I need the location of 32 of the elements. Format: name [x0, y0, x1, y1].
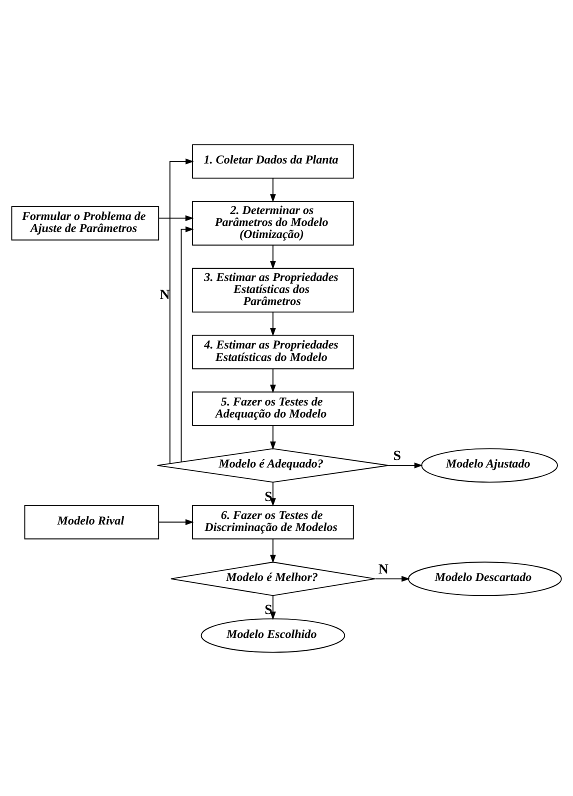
node-box: 1. Coletar Dados da Planta [192, 144, 354, 178]
node-box: 6. Fazer os Testes de Discriminação de Modelos [192, 504, 354, 539]
node-diamond: Modelo é Melhor? [170, 561, 376, 596]
arrow [270, 538, 276, 563]
node-box: 3. Estimar as Propriedades Estatísticas dos Parâmetros [192, 267, 354, 312]
edge-label: S [264, 602, 272, 618]
arrow [270, 311, 276, 336]
arrow [270, 244, 276, 269]
node-box: Modelo Rival [24, 504, 160, 539]
edge-label: N [160, 287, 170, 302]
arrow [374, 575, 410, 582]
arrow [180, 226, 194, 462]
node-box: Formular o Problema de Ajuste de Parâmetros [11, 206, 160, 240]
arrow [169, 158, 194, 464]
arrow [270, 424, 276, 450]
arrow [158, 214, 194, 221]
arrow [158, 518, 194, 525]
node-ellipse: Modelo Escolhido [200, 618, 346, 652]
arrow [270, 368, 276, 393]
node-box: 4. Estimar as Propriedades Estatísticas do Modelo [192, 334, 354, 369]
edge-label: S [264, 489, 272, 504]
arrow [388, 462, 423, 468]
node-box: 2. Determinar os Parâmetros do Modelo (Otimização) [192, 200, 354, 246]
node-box: 5. Fazer os Testes de Adequação do Modelo [192, 391, 354, 426]
node-ellipse: Modelo Ajustado [421, 448, 558, 482]
arrow [270, 177, 276, 202]
edge-label: N [378, 562, 388, 577]
edge-label: S [393, 448, 402, 464]
node-ellipse: Modelo Descartado [408, 561, 562, 596]
arrow [270, 594, 276, 620]
node-diamond: Modelo é Adequado? [156, 448, 390, 482]
arrow [270, 481, 276, 506]
